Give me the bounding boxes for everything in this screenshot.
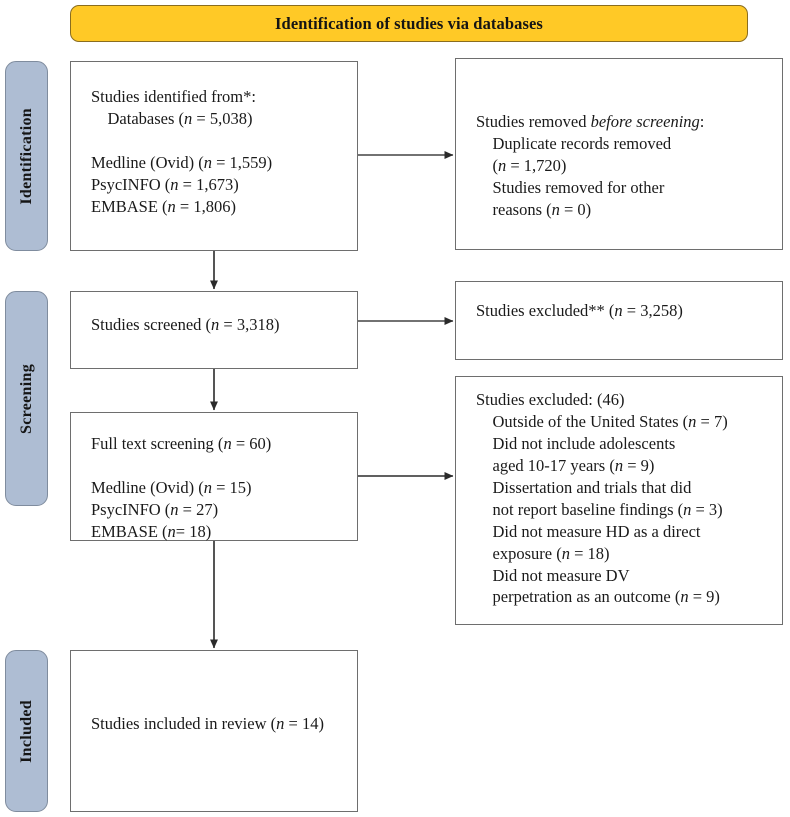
box-studies-excluded-reasons: Studies excluded: (46) Outside of the Un… bbox=[455, 376, 783, 625]
stage-tab-screening: Screening bbox=[5, 291, 48, 506]
box-studies-identified: Studies identified from*: Databases (n =… bbox=[70, 61, 358, 251]
stage-tab-screening-label: Screening bbox=[17, 363, 35, 434]
diagram-title: Identification of studies via databases bbox=[275, 13, 543, 33]
box-studies-removed: Studies removed before screening: Duplic… bbox=[455, 58, 783, 250]
exclusion-reason-item: exposure (n = 18) bbox=[476, 543, 610, 563]
box-studies-identified-text: Studies identified from*: Databases (n =… bbox=[91, 87, 273, 216]
box-studies-screened-text: Studies screened (n = 3,318) bbox=[91, 315, 280, 334]
stage-tab-identification-label: Identification bbox=[17, 107, 35, 205]
box-studies-included-text: Studies included in review (n = 14) bbox=[91, 714, 324, 733]
box-studies-included: Studies included in review (n = 14) bbox=[70, 650, 358, 812]
exclusion-reason-item: not report baseline findings (n = 3) bbox=[476, 499, 723, 519]
exclusion-reason-item: Dissertation and trials that did bbox=[476, 477, 692, 497]
diagram-header-banner: Identification of studies via databases bbox=[70, 5, 748, 42]
exclusion-reason-item: Did not include adolescents bbox=[476, 433, 676, 453]
exclusion-reason-item: aged 10-17 years (n = 9) bbox=[476, 455, 655, 475]
box-studies-excluded-reasons-text: Studies excluded: (46) Outside of the Un… bbox=[476, 390, 728, 607]
exclusion-reason-item: perpetration as an outcome (n = 9) bbox=[476, 587, 720, 607]
exclusion-reason-item: Outside of the United States (n = 7) bbox=[476, 411, 728, 431]
box-studies-excluded-screening-text: Studies excluded** (n = 3,258) bbox=[476, 301, 683, 320]
box-full-text-screening: Full text screening (n = 60) Medline (Ov… bbox=[70, 412, 358, 541]
exclusion-reason-list: Outside of the United States (n = 7) Did… bbox=[476, 412, 728, 607]
stage-tab-included-label: Included bbox=[17, 699, 35, 763]
stage-tab-identification: Identification bbox=[5, 61, 48, 251]
box-studies-removed-text: Studies removed before screening: Duplic… bbox=[476, 112, 705, 219]
exclusion-reason-item: Did not measure HD as a direct bbox=[476, 521, 701, 541]
box-studies-screened: Studies screened (n = 3,318) bbox=[70, 291, 358, 369]
box-studies-excluded-screening: Studies excluded** (n = 3,258) bbox=[455, 281, 783, 360]
box-full-text-screening-text: Full text screening (n = 60) Medline (Ov… bbox=[91, 434, 272, 541]
exclusion-reason-item: Did not measure DV bbox=[476, 565, 630, 585]
stage-tab-included: Included bbox=[5, 650, 48, 812]
